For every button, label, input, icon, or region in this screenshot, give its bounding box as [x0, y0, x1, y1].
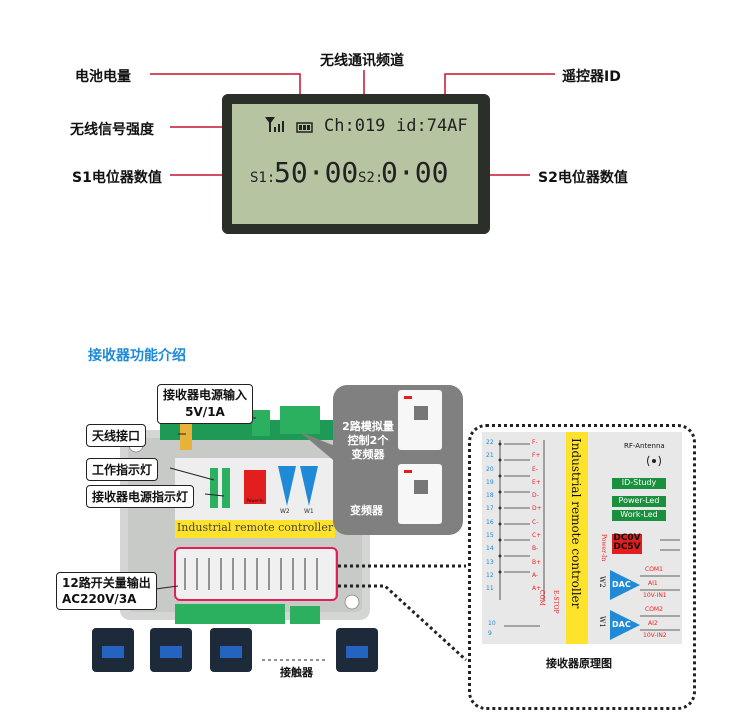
- battery-label: 电池电量: [75, 69, 131, 85]
- power-spec-label: 5V/1A: [185, 405, 225, 419]
- vfd-label: 变频器: [350, 504, 383, 517]
- device-power-in-label: Power-In: [246, 498, 264, 503]
- power-led-badge: Power-Led: [612, 496, 666, 507]
- power-input-label: 接收器电源输入: [163, 388, 248, 402]
- lcd-id: id:74AF: [396, 116, 468, 136]
- pin-number: 11: [486, 585, 494, 593]
- pin-number: 20: [486, 465, 494, 473]
- pin-numbers: 22 21 20 19 18 17 16 15 14 13 12 11: [486, 436, 498, 596]
- schematic-title: Industrial remote controller: [569, 438, 583, 609]
- estop-label: E-STOP: [552, 590, 559, 614]
- device-w1-label: W1: [304, 508, 314, 515]
- dc0v-label: DC0V: [613, 533, 641, 543]
- pin-number: 22: [486, 439, 494, 446]
- pin-number: 13: [486, 558, 494, 566]
- antenna-callout: 天线接口: [86, 424, 147, 447]
- analog-line-1: 2路模拟量: [342, 420, 394, 433]
- id-study-badge: ID-Study: [612, 478, 666, 489]
- pin-number: 19: [486, 478, 494, 486]
- remote-id-label: 遥控器ID: [562, 69, 621, 85]
- pin-letter: C-: [532, 518, 539, 526]
- ai1-label: AI1: [648, 580, 658, 587]
- dc-power-box: DC0V DC5V: [612, 534, 642, 554]
- w1-label: W1: [598, 616, 606, 628]
- lcd-s2-value: 0·00: [381, 156, 449, 189]
- dac1-label: DAC: [612, 580, 631, 589]
- signal-icon: [265, 117, 284, 132]
- switch-output-label-2: AC220V/3A: [62, 592, 137, 606]
- com-label: COM: [538, 590, 545, 606]
- pin-number: 12: [486, 571, 494, 579]
- pin-number: 21: [486, 452, 494, 460]
- pin-letter: B+: [532, 558, 542, 566]
- pin-letter: E-: [532, 465, 538, 473]
- schematic-caption: 接收器原理图: [546, 657, 612, 670]
- pin-letter: F-: [532, 439, 538, 446]
- lcd-channel: Ch:019: [324, 116, 386, 136]
- bottom-pin-9: 9: [488, 630, 492, 637]
- switch-output-callout: 12路开关量输出 AC220V/3A: [56, 572, 157, 610]
- s1-value-label: S1电位器数值: [72, 170, 162, 186]
- vin1-label: 10V-IN1: [643, 592, 667, 599]
- rf-antenna-label: RF-Antenna: [624, 442, 665, 450]
- pin-letter: A-: [532, 571, 539, 579]
- pin-number: 17: [486, 505, 494, 513]
- battery-icon: [296, 122, 313, 133]
- ai2-label: AI2: [648, 620, 658, 627]
- lcd-s1-value: 50·00: [274, 156, 359, 189]
- lcd-s1-prefix: S1:: [250, 170, 276, 186]
- power-led-callout: 接收器电源指示灯: [86, 485, 195, 508]
- pin-letter: E+: [532, 478, 541, 486]
- pin-letter: A+: [532, 585, 542, 593]
- s2-value-label: S2电位器数值: [538, 170, 628, 186]
- switch-output-label-1: 12路开关量输出: [62, 576, 151, 590]
- pin-letter: F+: [532, 452, 541, 460]
- dc5v-label: DC5V: [613, 542, 641, 552]
- power-input-callout: 接收器电源输入 5V/1A: [157, 384, 254, 424]
- analog-line-3: 变频器: [351, 448, 385, 461]
- power-in-label: Power-In: [600, 534, 607, 562]
- device-banner: Industrial remote controller: [176, 521, 334, 534]
- bottom-pin-10: 10: [488, 620, 496, 627]
- w2-label: W2: [598, 576, 606, 588]
- work-led-callout: 工作指示灯: [86, 458, 159, 481]
- lcd-s2-prefix: S2:: [358, 170, 384, 186]
- lcd-screen: [232, 104, 478, 224]
- schematic-title-strip: [566, 432, 588, 644]
- pin-number: 14: [486, 545, 494, 553]
- com1-label: COM1: [645, 566, 663, 573]
- contactor-label: 接触器: [280, 666, 313, 679]
- pin-number: 15: [486, 532, 494, 540]
- section-title: 接收器功能介绍: [88, 348, 186, 364]
- pin-letter: C+: [532, 532, 542, 540]
- pin-letter: B-: [532, 545, 539, 553]
- vfd-images: [398, 390, 442, 524]
- signal-label: 无线信号强度: [70, 122, 154, 138]
- channel-label: 无线通讯频道: [320, 53, 404, 69]
- com2-label: COM2: [645, 606, 663, 613]
- pin-letter: D+: [532, 505, 542, 513]
- dac2-label: DAC: [612, 620, 631, 629]
- analog-line-2: 控制2个: [347, 434, 389, 447]
- pin-letters: F- F+ E- E+ D- D+ C- C+ B- B+ A- A+: [532, 436, 542, 596]
- pin-number: 18: [486, 492, 494, 500]
- device-w2-label: W2: [280, 508, 290, 515]
- analog-label: 2路模拟量 控制2个 变频器: [338, 420, 398, 462]
- work-led-badge: Work-Led: [612, 510, 666, 521]
- pin-number: 16: [486, 518, 494, 526]
- vin2-label: 10V-IN2: [643, 632, 667, 639]
- rf-antenna-icon: [647, 455, 661, 467]
- pin-letter: D-: [532, 492, 539, 500]
